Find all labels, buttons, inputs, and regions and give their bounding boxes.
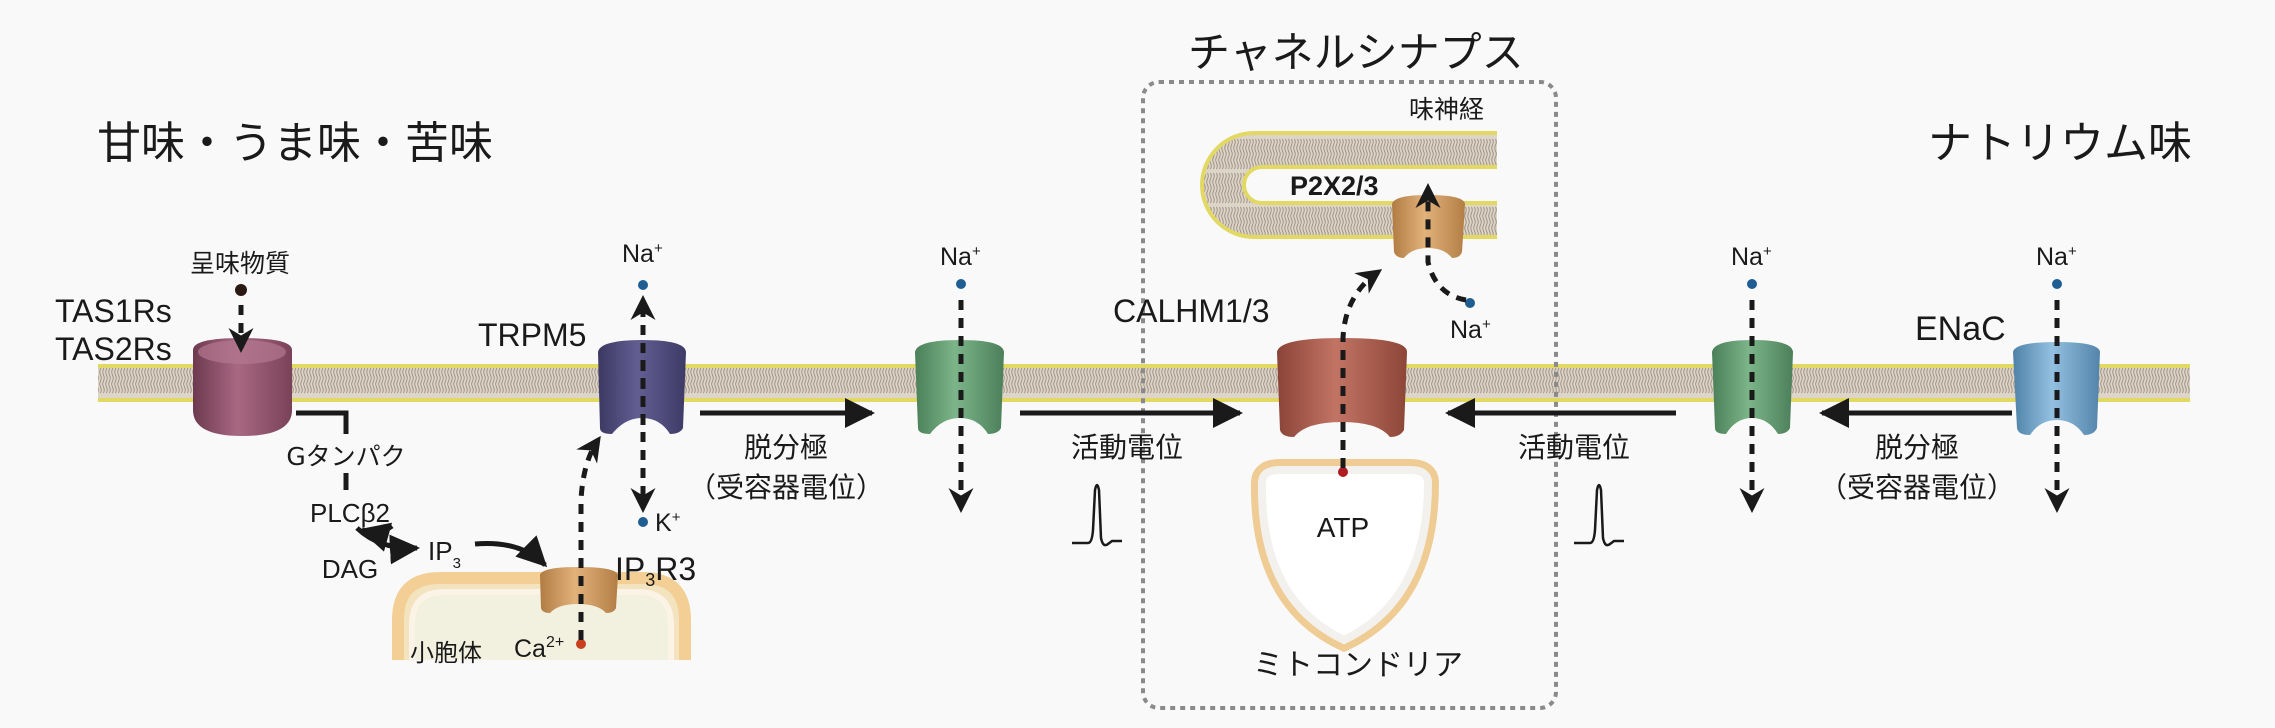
label-k-main: K: [655, 509, 672, 537]
label-ip3r3-b: R3: [655, 551, 696, 587]
label-dag: DAG: [322, 554, 378, 584]
tas-receptor: [193, 338, 292, 436]
label-na: Na+: [1731, 243, 1772, 271]
label-ip3-main: IP: [428, 536, 453, 566]
label-trpm5: TRPM5: [478, 317, 586, 353]
label-g-protein: Gタンパク: [286, 442, 405, 471]
label-calhm: CALHM1/3: [1113, 293, 1270, 329]
label-na-main: Na: [940, 243, 972, 271]
atp-release-arrow: [1340, 269, 1383, 468]
label-plcb2: PLCβ2: [310, 498, 390, 528]
label-na: Na+: [1450, 316, 1491, 344]
mitochondrion: [1250, 459, 1440, 653]
voltage-na-channel-2: [1712, 340, 1793, 434]
ca-ion: [576, 639, 586, 649]
label-na-main: Na: [622, 240, 654, 268]
label-na: Na+: [940, 243, 981, 271]
tastant-molecule: [235, 284, 247, 296]
label-ca: Ca2+: [514, 634, 564, 663]
label-depolarization-left: 脱分極: [744, 431, 828, 464]
label-taste-nerve: 味神経: [1409, 95, 1484, 124]
label-ca-main: Ca: [514, 635, 546, 663]
label-ip3r3-sub: 3: [645, 570, 655, 590]
label-na-sup: +: [654, 240, 663, 257]
label-na-sup: +: [1763, 243, 1772, 260]
voltage-na-channel-1: [915, 340, 1004, 434]
label-na: Na+: [622, 240, 663, 268]
label-na: Na+: [2036, 243, 2077, 271]
label-k-sup: +: [672, 509, 681, 526]
label-na-sup: +: [972, 243, 981, 260]
label-enac: ENaC: [1915, 310, 2006, 348]
label-k: K+: [655, 509, 681, 537]
g-protein-link: [296, 410, 349, 434]
action-potential-trace-left: [1072, 483, 1122, 547]
label-ip3: IP3: [428, 536, 461, 572]
title-sodium: ナトリウム味: [1928, 118, 2192, 169]
na-ion: [956, 279, 966, 289]
label-na-main: Na: [2036, 243, 2068, 271]
enac-channel: [2013, 342, 2100, 435]
na-ion: [1465, 298, 1475, 308]
dag-arrow: [359, 522, 394, 552]
p2x-na-influx-arrow: [1415, 183, 1467, 303]
label-receptor-potential-left: （受容器電位）: [688, 471, 884, 504]
na-ion: [2052, 279, 2062, 289]
ip3-arrow: [355, 526, 420, 565]
label-action-potential-left: 活動電位: [1071, 431, 1183, 464]
label-na-main: Na: [1450, 316, 1482, 344]
ca-release-arrow: [576, 435, 601, 640]
title-sweet-umami-bitter: 甘味・うま味・苦味: [97, 118, 493, 169]
label-er: 小胞体: [410, 639, 482, 667]
k-ion: [638, 517, 648, 527]
label-mitochondria: ミトコンドリア: [1253, 648, 1463, 683]
label-receptor-potential-right: （受容器電位）: [1819, 471, 2015, 504]
label-atp: ATP: [1317, 512, 1369, 543]
label-tas2rs: TAS2Rs: [55, 331, 172, 367]
label-ip3-sub: 3: [453, 555, 461, 572]
label-na-sup: +: [2068, 243, 2077, 260]
label-ip3r3-a: IP: [615, 551, 645, 587]
label-p2x: P2X2/3: [1290, 171, 1379, 201]
title-channel-synapse: チャネルシナプス: [1188, 28, 1524, 77]
na-ion: [638, 280, 648, 290]
signal-arrows: [296, 398, 2012, 568]
na-ion: [1747, 279, 1757, 289]
action-potential-trace-right: [1574, 483, 1624, 547]
ip3r3-channel: [540, 567, 618, 613]
label-depolarization-right: 脱分極: [1875, 431, 1959, 464]
label-tastant: 呈味物質: [190, 249, 290, 278]
label-ip3r3: IP3R3: [615, 551, 696, 590]
label-tas1rs: TAS1Rs: [55, 293, 172, 329]
label-action-potential-right: 活動電位: [1518, 431, 1630, 464]
label-na-main: Na: [1731, 243, 1763, 271]
label-na-sup: +: [1482, 316, 1491, 333]
ip3-to-ip3r3-arrow: [474, 535, 548, 568]
atp-molecule: [1338, 467, 1348, 477]
ion-flow-arrows: [228, 183, 2070, 640]
channel-synapse-box: [1141, 80, 1558, 710]
label-ca-sup: 2+: [546, 634, 564, 651]
